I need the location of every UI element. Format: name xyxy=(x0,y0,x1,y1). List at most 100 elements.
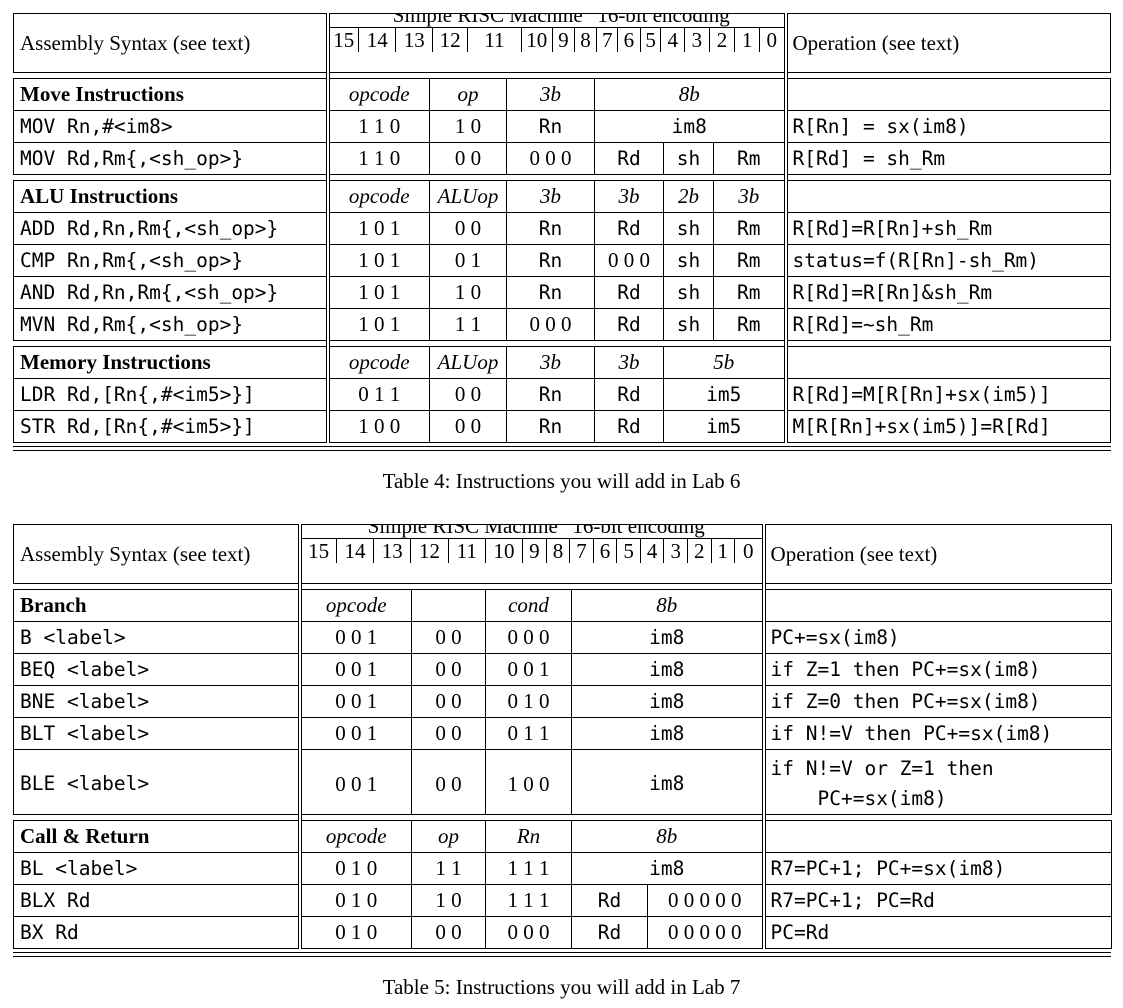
syntax-cell: B <label> xyxy=(13,621,302,654)
operation-cell: M[R[Rn]+sx(im5)]=R[Rd] xyxy=(783,410,1111,443)
op-cell: 0 0 xyxy=(429,410,507,443)
field-label: 8b xyxy=(594,78,786,111)
table-end-rule xyxy=(13,446,1111,451)
bit-10: 10 xyxy=(486,539,524,563)
field-label: ALUop xyxy=(429,180,507,213)
field4b-cell: sh xyxy=(663,142,714,175)
field4c-cell: Rm xyxy=(713,244,786,277)
field4-cell: im8 xyxy=(594,110,786,143)
opcode-cell: 1 0 0 xyxy=(327,410,430,443)
group-title: ALU Instructions xyxy=(13,180,330,213)
opcode-cell: 0 0 1 xyxy=(299,653,412,686)
syntax-cell: STR Rd,[Rn{,#<im5>}] xyxy=(13,410,330,443)
operation-cell: R[Rd]=~sh_Rm xyxy=(783,308,1111,341)
opcode-cell: 1 1 0 xyxy=(327,110,430,143)
bit-14: 14 xyxy=(337,539,375,563)
field-label: 8b xyxy=(570,820,765,853)
group-header-row: ALU Instructions opcode ALUop 3b 3b 2b 3… xyxy=(13,180,1111,213)
field-label: 3b xyxy=(713,180,786,213)
field4a-cell: Rd xyxy=(594,378,664,411)
field-label: opcode xyxy=(299,589,412,622)
field3-cell: 1 1 1 xyxy=(485,884,572,917)
syntax-cell: ADD Rd,Rn,Rm{,<sh_op>} xyxy=(13,212,330,245)
encoding-table-lab7: Assembly Syntax (see text) “Simple RISC … xyxy=(13,524,1113,949)
group-header-row: Memory Instructions opcode ALUop 3b 3b 5… xyxy=(13,346,1111,379)
operation-cell: R7=PC+1; PC=Rd xyxy=(761,884,1113,917)
table-row: MOV Rd,Rm{,<sh_op>} 1 1 0 0 0 0 0 0 Rd s… xyxy=(13,142,1111,175)
encoding-title: “Simple RISC Machine” 16-bit encoding xyxy=(301,526,762,539)
operation-cell: R[Rd]=R[Rn]+sh_Rm xyxy=(783,212,1111,245)
table-end-rule xyxy=(13,952,1111,957)
cond-cell: 0 0 1 xyxy=(485,653,572,686)
operation-cell: R[Rd] = sh_Rm xyxy=(783,142,1111,175)
field4b-cell: sh xyxy=(663,212,714,245)
field3-cell: Rn xyxy=(506,244,595,277)
operation-header: Operation (see text) xyxy=(783,13,1111,73)
encoding-header: “Simple RISC Machine” 16-bit encoding 1 5… xyxy=(327,13,786,73)
group-title: Call & Return xyxy=(13,820,302,853)
field4-cell: im8 xyxy=(570,749,765,815)
operation-cell: R[Rd]=R[Rn]&sh_Rm xyxy=(783,276,1111,309)
syntax-header: Assembly Syntax (see text) xyxy=(13,13,330,73)
opcode-cell: 0 1 0 xyxy=(299,852,412,885)
bit-numbers: 15 14 13 12 11 10 9 8 7 6 5 4 3 2 1 0 xyxy=(330,28,784,72)
group-header-row: Call & Return opcode op Rn 8b xyxy=(13,820,1113,853)
field-label: 3b xyxy=(506,78,595,111)
opcode-cell: 1 0 1 xyxy=(327,244,430,277)
field-label: 5b xyxy=(663,346,786,379)
bit-0: 0 xyxy=(766,28,777,52)
bit-6: 6 xyxy=(594,539,618,563)
field3-cell: Rn xyxy=(506,276,595,309)
bit-3: 3 xyxy=(664,539,688,563)
table-row: BEQ <label> 0 0 1 0 0 0 0 1 im8 if Z=1 t… xyxy=(13,653,1113,686)
syntax-cell: MOV Rn,#<im8> xyxy=(13,110,330,143)
field4b-cell: 0 0 0 0 0 xyxy=(646,884,765,917)
op-cell: 0 0 xyxy=(411,717,486,750)
bit-9: 9 xyxy=(553,28,575,52)
op-cell: 0 0 xyxy=(429,212,507,245)
field3-cell: Rn xyxy=(506,410,595,443)
syntax-header: Assembly Syntax (see text) xyxy=(13,524,302,584)
field3-cell: Rn xyxy=(506,212,595,245)
bit-2: 2 xyxy=(710,28,736,52)
table-row: BNE <label> 0 0 1 0 0 0 1 0 im8 if Z=0 t… xyxy=(13,685,1113,718)
syntax-cell: MVN Rd,Rm{,<sh_op>} xyxy=(13,308,330,341)
bit-7: 7 xyxy=(597,28,619,52)
bit-4: 4 xyxy=(641,539,665,563)
field4a-cell: Rd xyxy=(571,884,648,917)
syntax-cell: BLT <label> xyxy=(13,717,302,750)
field4b-cell: sh xyxy=(663,308,714,341)
table-row: AND Rd,Rn,Rm{,<sh_op>} 1 0 1 1 0 Rn Rd s… xyxy=(13,276,1111,309)
operation-header: Operation (see text) xyxy=(761,524,1113,584)
bit-1: 1 xyxy=(735,28,760,52)
syntax-cell: BX Rd xyxy=(13,916,302,949)
field3-cell: Rn xyxy=(506,378,595,411)
cond-cell: 0 1 0 xyxy=(485,685,572,718)
bit-5: 5 xyxy=(617,539,641,563)
group-header-row: Move Instructions opcode op 3b 8b xyxy=(13,78,1111,111)
field4-cell: im8 xyxy=(570,685,765,718)
bit-3: 3 xyxy=(685,28,710,52)
table-row: MVN Rd,Rm{,<sh_op>} 1 0 1 1 1 0 0 0 Rd s… xyxy=(13,308,1111,341)
field4b-cell: 0 0 0 0 0 xyxy=(646,916,765,949)
bit-11: 11 xyxy=(449,539,486,563)
field4a-cell: Rd xyxy=(594,308,664,341)
table-row: LDR Rd,[Rn{,#<im5>}] 0 1 1 0 0 Rn Rd im5… xyxy=(13,378,1111,411)
syntax-cell: CMP Rn,Rm{,<sh_op>} xyxy=(13,244,330,277)
bit-14: 14 xyxy=(359,28,397,52)
field4-cell: im8 xyxy=(570,653,765,686)
op-cell: 1 1 xyxy=(411,852,486,885)
field-label: 3b xyxy=(506,180,595,213)
field-label: ALUop xyxy=(429,346,507,379)
bit-13: 13 xyxy=(374,539,412,563)
operation-cell: if Z=0 then PC+=sx(im8) xyxy=(761,685,1113,718)
syntax-cell: MOV Rd,Rm{,<sh_op>} xyxy=(13,142,330,175)
opcode-cell: 0 0 1 xyxy=(299,685,412,718)
opcode-cell: 1 0 1 xyxy=(327,212,430,245)
bit-5: 5 xyxy=(641,28,662,52)
field4b-cell: im5 xyxy=(663,410,786,443)
op-cell: 0 0 xyxy=(411,749,486,815)
encoding-title: “Simple RISC Machine” 16-bit encoding xyxy=(329,15,784,28)
field-label: opcode xyxy=(299,820,412,853)
field4c-cell: Rm xyxy=(713,212,786,245)
